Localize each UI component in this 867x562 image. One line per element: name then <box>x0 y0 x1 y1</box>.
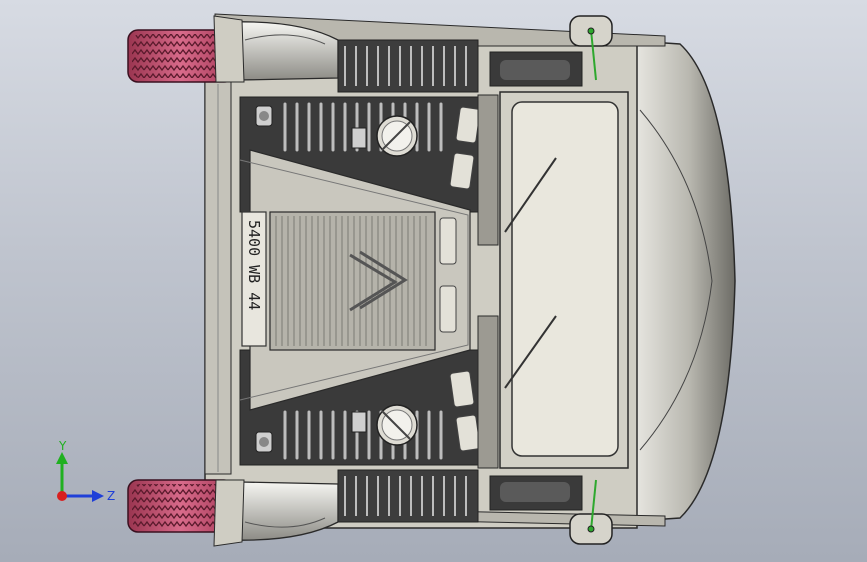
wiper-bottom <box>504 315 557 389</box>
wiper-top <box>504 157 557 233</box>
y-axis-label: Y <box>58 439 67 453</box>
license-plate-text: 5400 WB 44 <box>245 220 263 310</box>
radiator-grille <box>269 211 436 351</box>
headlight-bottom <box>376 404 418 446</box>
tire-top <box>127 29 235 83</box>
mirror-bottom <box>569 479 613 545</box>
rear-roof <box>619 39 736 523</box>
y-axis-arrow <box>56 452 68 464</box>
chevron-logo <box>349 250 408 312</box>
x-axis-dot <box>57 491 67 501</box>
headlight-top <box>376 115 418 157</box>
z-axis-arrow <box>92 490 104 502</box>
license-plate <box>241 211 267 347</box>
coordinate-triad: Y Z <box>56 439 115 503</box>
tire-bottom <box>127 479 235 533</box>
fender-bottom <box>229 481 339 541</box>
z-axis-label: Z <box>107 489 115 503</box>
mirror-top <box>569 15 613 81</box>
